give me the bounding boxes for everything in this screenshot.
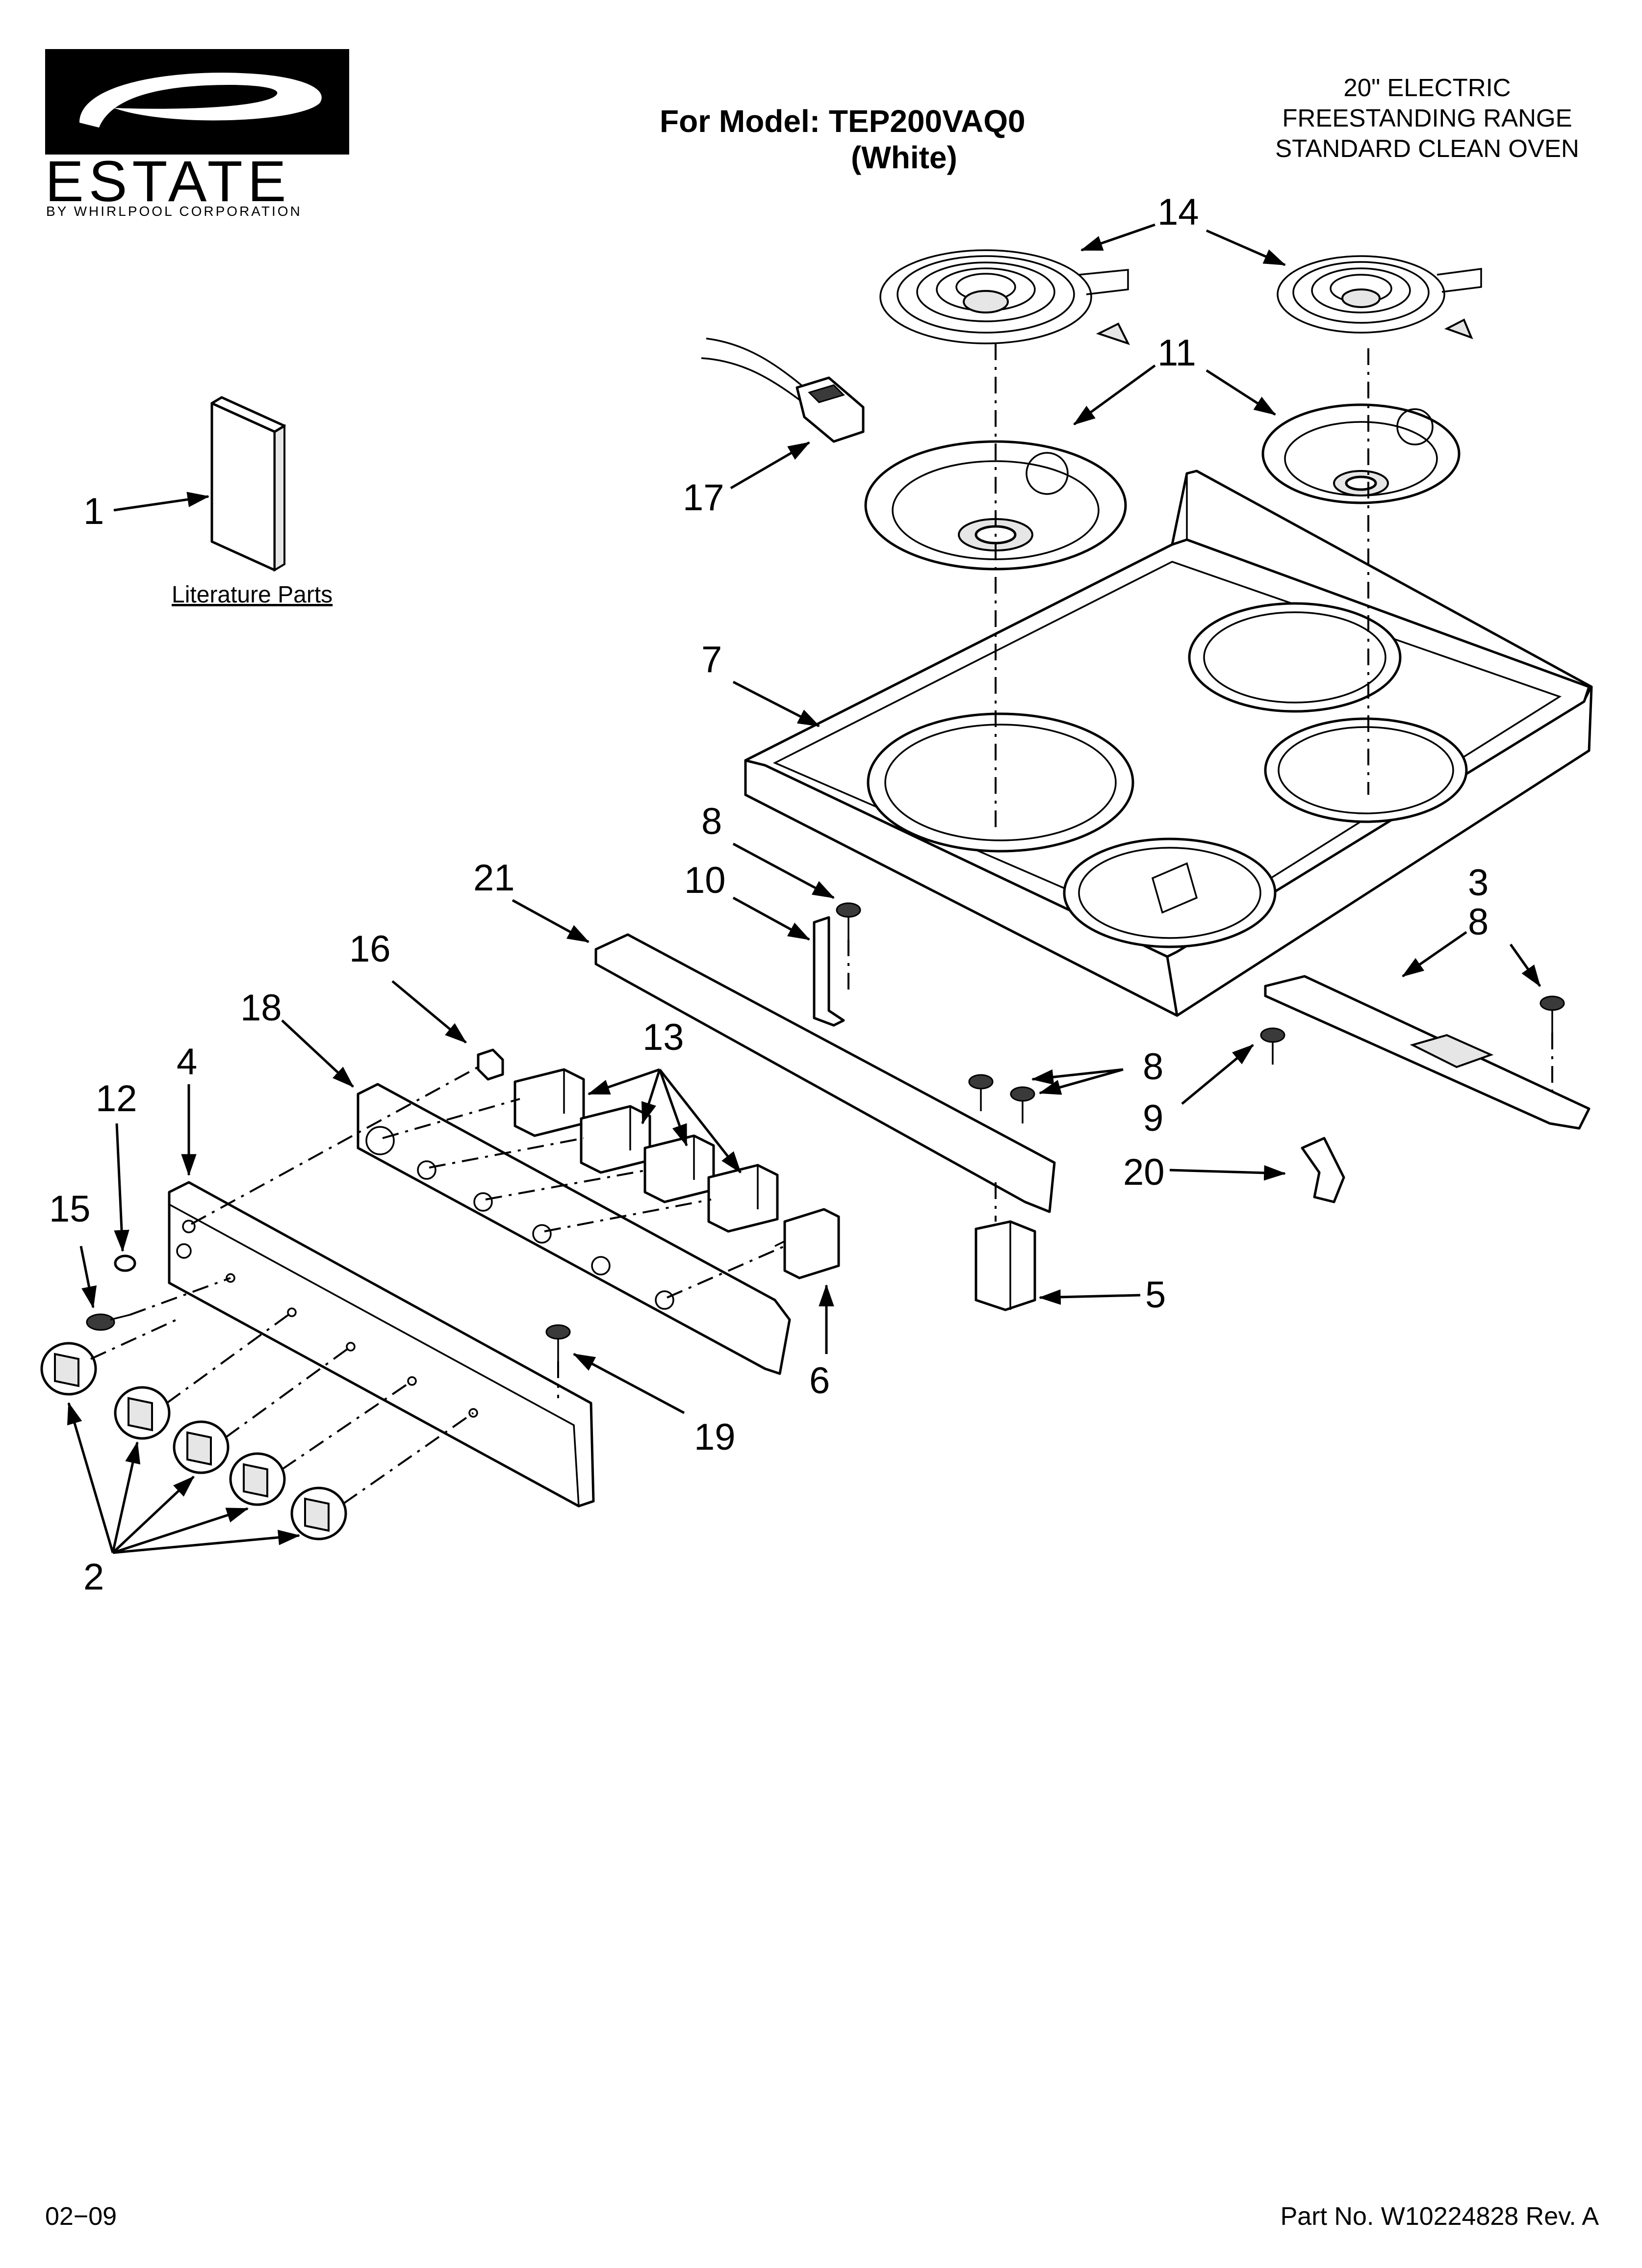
callout-16: 16	[349, 928, 391, 970]
brand-name: ESTATE	[45, 149, 291, 214]
callout-21: 21	[473, 857, 515, 899]
model-number: For Model: TEP200VAQ0	[660, 104, 1026, 139]
indicator-light	[477, 1048, 504, 1081]
callout-2: 2	[83, 1556, 104, 1598]
screw-19	[545, 1324, 571, 1361]
callout-3: 3	[1468, 862, 1488, 904]
callout-8a: 8	[701, 801, 722, 842]
brand-tagline: BY WHIRLPOOL CORPORATION	[46, 204, 302, 219]
callout-7: 7	[701, 639, 722, 680]
callout-10: 10	[684, 860, 726, 901]
knob-4	[229, 1452, 286, 1506]
callout-9: 9	[1143, 1097, 1163, 1139]
knob-5	[290, 1486, 347, 1540]
screw-8-mid-a	[968, 1074, 994, 1111]
callout-19: 19	[694, 1416, 736, 1458]
surface-element-large	[879, 249, 1130, 345]
callout-20: 20	[1123, 1151, 1165, 1193]
callout-11: 11	[1157, 332, 1196, 374]
infinite-switch-4	[707, 1164, 779, 1233]
bottom-shield	[1264, 975, 1591, 1130]
callout-13: 13	[642, 1017, 684, 1058]
cooktop	[744, 469, 1593, 1017]
knob-3	[173, 1420, 230, 1474]
model-color: (White)	[851, 140, 957, 175]
callout-12: 12	[96, 1078, 137, 1120]
callout-4: 4	[177, 1041, 197, 1083]
callout-14: 14	[1157, 191, 1199, 233]
product-line-2: FREESTANDING RANGE	[1282, 104, 1572, 132]
literature-booklet	[210, 396, 286, 572]
callout-17: 17	[683, 477, 724, 519]
terminal-block	[701, 338, 865, 443]
infinite-switch-3	[643, 1134, 715, 1203]
wire-clip	[1301, 1137, 1345, 1203]
infinite-switch-1	[513, 1068, 585, 1137]
literature-label: Literature Parts	[172, 582, 333, 608]
callout-1: 1	[83, 491, 104, 532]
callout-8b: 8	[1468, 901, 1488, 943]
product-description: 20" ELECTRIC FREESTANDING RANGE STANDARD…	[1256, 73, 1599, 164]
callout-8c: 8	[1143, 1046, 1163, 1088]
screw-8-mid-b	[1010, 1086, 1035, 1123]
callout-15: 15	[49, 1188, 91, 1230]
callout-18: 18	[240, 987, 282, 1029]
control-panel	[168, 1181, 595, 1508]
product-line-3: STANDARD CLEAN OVEN	[1275, 134, 1579, 162]
part-number: Part No. W10224828 Rev. A	[1280, 2202, 1599, 2231]
knob-1	[40, 1342, 97, 1396]
estate-swoosh-icon	[45, 49, 349, 155]
drip-bowl-small	[1261, 403, 1461, 504]
product-line-1: 20" ELECTRIC	[1343, 74, 1511, 102]
screw-8-top	[836, 902, 861, 939]
control-bracket	[357, 1083, 791, 1375]
front-rail	[594, 933, 1056, 1213]
screw-8-right	[1539, 995, 1565, 1033]
revision-date: 02−09	[45, 2202, 117, 2231]
callout-6: 6	[809, 1360, 830, 1402]
surface-element-small	[1277, 255, 1482, 339]
estate-logo: ESTATE BY WHIRLPOOL CORPORATION	[45, 49, 349, 221]
lower-bracket	[975, 1220, 1036, 1311]
model-title: For Model: TEP200VAQ0 (White)	[660, 103, 1032, 176]
knob-2	[114, 1386, 171, 1440]
cooktop-bracket	[813, 916, 845, 1027]
callout-5: 5	[1145, 1274, 1166, 1316]
infinite-switch-2	[580, 1105, 651, 1174]
oven-switch	[774, 1208, 840, 1279]
panel-screw	[86, 1313, 130, 1331]
panel-plug	[114, 1254, 136, 1272]
screw-9	[1260, 1027, 1285, 1065]
